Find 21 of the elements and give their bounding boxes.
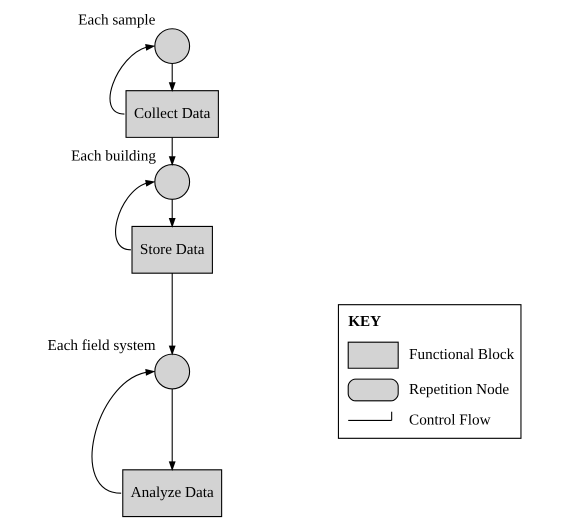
arrow — [168, 64, 176, 92]
node-label: Each sample — [78, 12, 156, 29]
node-box: Collect Data — [125, 90, 219, 138]
arrow — [115, 180, 156, 250]
node-circle — [154, 354, 190, 390]
node-box: Store Data — [131, 226, 213, 274]
node-box: Analyze Data — [122, 469, 222, 518]
legend-label: Control Flow — [409, 411, 491, 428]
node-circle — [154, 28, 190, 64]
node-circle — [154, 164, 190, 200]
arrow — [168, 389, 176, 472]
node-label: Each building — [71, 147, 156, 164]
arrow — [168, 200, 176, 228]
legend-label: Functional Block — [409, 346, 514, 364]
arrow — [168, 273, 176, 356]
arrow — [110, 44, 156, 115]
legend-label: Repetition Node — [409, 381, 510, 398]
node-label: Each field system — [48, 337, 156, 354]
arrow — [168, 138, 176, 166]
arrow — [92, 368, 156, 494]
label: KEY — [348, 313, 382, 330]
